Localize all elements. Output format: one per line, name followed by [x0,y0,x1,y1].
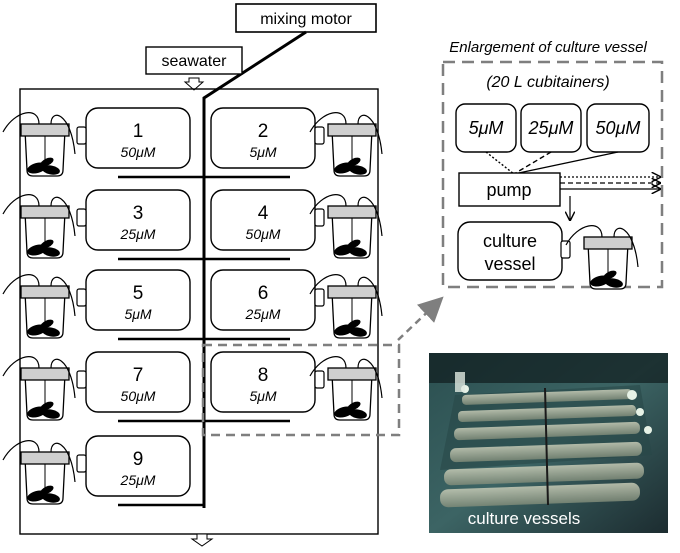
pump: pump [458,172,561,207]
enlargement-cubitainer [565,225,639,290]
cubitainer-25-label: 25μM [528,118,574,138]
tank-3-cubitainer [2,194,76,259]
cubitainer-5-label: 5μM [469,118,504,138]
tank-6-valve [314,288,325,307]
tank-8-concentration: 5μM [249,388,276,404]
tank-8-highlight [201,343,401,437]
tank-7-number: 7 [133,365,144,386]
tank-6-concentration: 25μM [245,306,281,322]
outlet-arrow [190,533,214,547]
tank-1-cubitainer [2,112,76,177]
tank-4-valve [314,208,325,227]
tank-2-number: 2 [258,121,269,142]
feed-line-5 [485,151,515,175]
tank-4-concentration: 50μM [246,226,281,242]
tank-9: 9 25μM [2,435,204,507]
tank-3-concentration: 25μM [120,226,156,242]
tank-3-number: 3 [133,203,144,224]
tank-8-valve [314,370,325,389]
culture-vessel-line2: vessel [484,254,535,274]
tank-8-cubitainer [309,356,383,421]
enlargement-pointer [397,296,444,341]
tank-7-concentration: 50μM [121,388,156,404]
mixing-motor-text: mixing motor [260,11,352,28]
feed-line-50 [513,151,619,175]
tank-5-concentration: 5μM [124,306,151,322]
tank-6-cubitainer [309,274,383,339]
tank-2-concentration: 5μM [249,144,276,160]
tank-9-concentration: 25μM [120,472,156,488]
seawater-text: seawater [162,53,228,70]
tank-8-number: 8 [258,365,269,386]
tank-3: 3 25μM [2,189,204,261]
tank-5-number: 5 [133,283,144,304]
tank-1-number: 1 [133,121,144,142]
tank-2-valve [314,126,325,145]
cubitainer-50: 50μM [586,103,650,153]
tank-4: 4 50μM [204,189,383,261]
pump-label: pump [486,180,531,200]
tank-1-concentration: 50μM [121,144,156,160]
tank-enclosure [19,88,379,535]
seawater-inlet-arrow [183,77,205,91]
feed-line-25 [513,151,552,175]
cubitainer-5: 5μM [455,103,517,153]
culture-vessel-line1: culture [483,231,537,251]
tank-9-valve [76,454,87,473]
culture-vessels-photo: culture vessels [429,353,668,533]
photo-caption: culture vessels [468,509,580,528]
cubitainer-25: 25μM [520,103,582,153]
tank-4-number: 4 [258,203,269,224]
tank-7-cubitainer [2,356,76,421]
tank-2-cubitainer [309,112,383,177]
tank-1: 1 50μM [2,107,204,179]
tank-6: 6 25μM [204,269,383,341]
tank-2: 25μM [204,107,383,179]
tank-7-valve [76,370,87,389]
tank-5-cubitainer [2,274,76,339]
tank-7: 7 50μM [2,351,204,423]
culture-vessel: culture vessel [457,221,571,281]
cubitainer-50-label: 50μM [596,118,641,138]
tank-1-valve [76,126,87,145]
mixing-motor-label: mixing motor [235,3,377,33]
seawater-label: seawater [145,46,243,75]
enlargement-title: Enlargement of culture vessel [449,39,647,56]
enlargement-subtitle: (20 L cubitainers) [486,74,609,91]
tank-6-number: 6 [258,283,269,304]
tank-9-number: 9 [133,449,144,470]
tank-4-cubitainer [309,194,383,259]
enlargement-panel [441,60,664,289]
tank-3-valve [76,208,87,227]
tank-5-valve [76,288,87,307]
tank-9-cubitainer [2,440,76,505]
